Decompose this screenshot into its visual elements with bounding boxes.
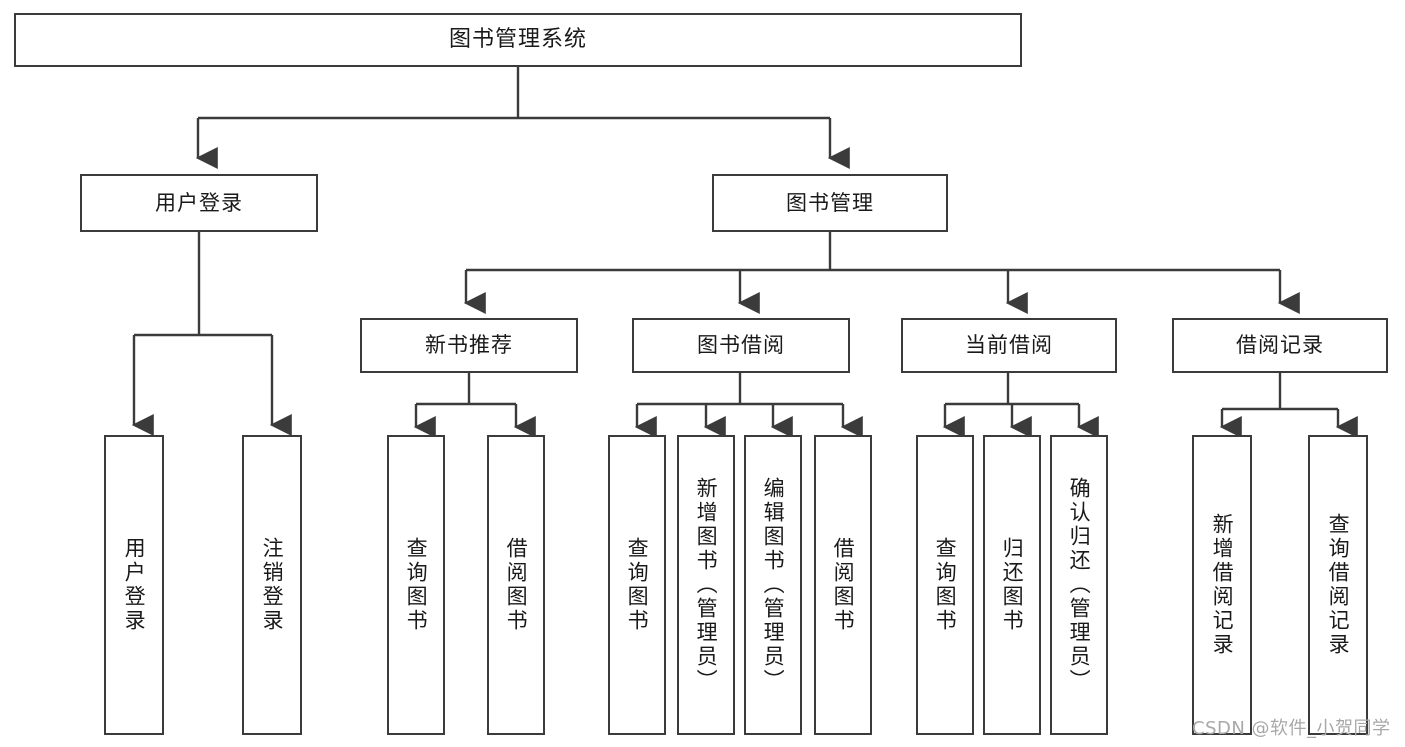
leaf-confirm-return[interactable]: 确认归还（管理员） (1050, 435, 1108, 735)
leaf-logout-label: 注销登录 (260, 537, 285, 633)
node-book-management[interactable]: 图书管理 (712, 174, 948, 232)
node-book-management-label: 图书管理 (786, 190, 874, 215)
leaf-add-book[interactable]: 新增图书（管理员） (677, 435, 735, 735)
watermark-text: CSDN @软件_小贺同学 (1192, 718, 1391, 739)
node-borrow-record[interactable]: 借阅记录 (1172, 318, 1388, 373)
leaf-return-book-label: 归还图书 (1000, 537, 1025, 633)
node-current-borrow-label: 当前借阅 (965, 333, 1053, 358)
leaf-query-record[interactable]: 查询借阅记录 (1308, 435, 1368, 735)
leaf-user-login[interactable]: 用户登录 (104, 435, 164, 735)
node-borrow-record-label: 借阅记录 (1236, 333, 1324, 358)
node-new-book-recommend-label: 新书推荐 (425, 333, 513, 358)
leaf-confirm-return-label: 确认归还（管理员） (1067, 477, 1092, 693)
leaf-edit-book-label: 编辑图书（管理员） (761, 477, 786, 693)
leaf-borrow-book-2[interactable]: 借阅图书 (814, 435, 872, 735)
node-user-login-label: 用户登录 (155, 190, 243, 215)
leaf-query-book-2[interactable]: 查询图书 (608, 435, 666, 735)
leaf-edit-book[interactable]: 编辑图书（管理员） (744, 435, 802, 735)
leaf-query-book-1[interactable]: 查询图书 (387, 435, 445, 735)
leaf-add-record-label: 新增借阅记录 (1210, 513, 1235, 657)
node-new-book-recommend[interactable]: 新书推荐 (360, 318, 578, 373)
leaf-borrow-book-1-label: 借阅图书 (504, 537, 529, 633)
leaf-query-book-3[interactable]: 查询图书 (916, 435, 974, 735)
leaf-add-book-label: 新增图书（管理员） (694, 477, 719, 693)
leaf-query-record-label: 查询借阅记录 (1326, 513, 1351, 657)
leaf-query-book-2-label: 查询图书 (625, 537, 650, 633)
leaf-query-book-3-label: 查询图书 (933, 537, 958, 633)
leaf-borrow-book-1[interactable]: 借阅图书 (487, 435, 545, 735)
node-book-borrow-label: 图书借阅 (697, 333, 785, 358)
leaf-add-record[interactable]: 新增借阅记录 (1192, 435, 1252, 735)
leaf-query-book-1-label: 查询图书 (404, 537, 429, 633)
node-book-borrow[interactable]: 图书借阅 (632, 318, 850, 373)
node-root-label: 图书管理系统 (448, 27, 587, 53)
leaf-user-login-label: 用户登录 (122, 537, 147, 633)
leaf-return-book[interactable]: 归还图书 (983, 435, 1041, 735)
node-user-login[interactable]: 用户登录 (80, 174, 318, 232)
leaf-borrow-book-2-label: 借阅图书 (831, 537, 856, 633)
leaf-logout[interactable]: 注销登录 (242, 435, 302, 735)
node-root[interactable]: 图书管理系统 (14, 13, 1022, 67)
node-current-borrow[interactable]: 当前借阅 (901, 318, 1117, 373)
